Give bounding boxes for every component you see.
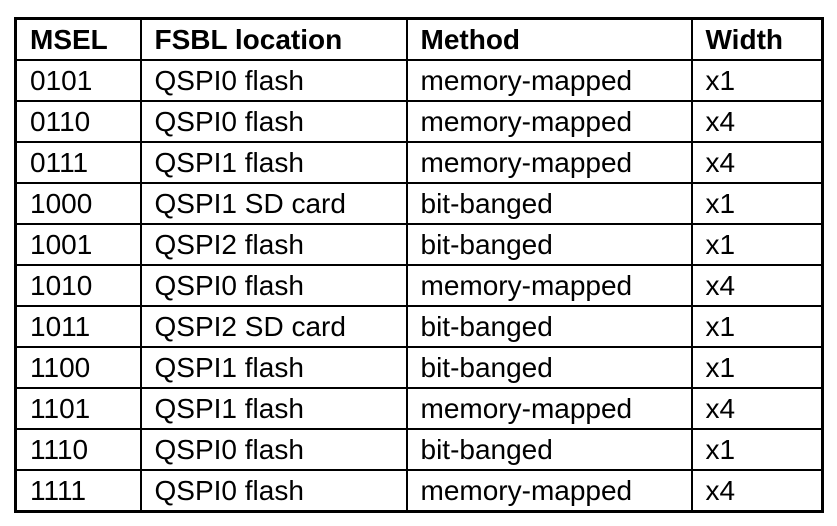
cell-msel: 1010 xyxy=(14,264,142,307)
cell-fsbl-location: QSPI1 flash xyxy=(139,387,408,430)
cell-method: memory-mapped xyxy=(405,387,693,430)
table-row: 1011 QSPI2 SD card bit-banged x1 xyxy=(14,305,824,348)
cell-method: memory-mapped xyxy=(405,264,693,307)
cell-method: bit-banged xyxy=(405,223,693,266)
table-row: 1100 QSPI1 flash bit-banged x1 xyxy=(14,346,824,389)
cell-fsbl-location: QSPI0 flash xyxy=(139,59,408,102)
cell-msel: 1110 xyxy=(14,428,142,471)
cell-fsbl-location: QSPI0 flash xyxy=(139,428,408,471)
column-header-width: Width xyxy=(690,17,824,61)
cell-msel: 1001 xyxy=(14,223,142,266)
cell-width: x1 xyxy=(690,305,824,348)
cell-msel: 0111 xyxy=(14,141,142,184)
cell-width: x1 xyxy=(690,223,824,266)
header-row: MSEL FSBL location Method Width xyxy=(14,17,824,61)
cell-width: x1 xyxy=(690,182,824,225)
cell-width: x4 xyxy=(690,469,824,513)
table-row: 1001 QSPI2 flash bit-banged x1 xyxy=(14,223,824,266)
cell-fsbl-location: QSPI0 flash xyxy=(139,469,408,513)
table-row: 0101 QSPI0 flash memory-mapped x1 xyxy=(14,59,824,102)
cell-fsbl-location: QSPI0 flash xyxy=(139,264,408,307)
cell-width: x4 xyxy=(690,264,824,307)
cell-method: memory-mapped xyxy=(405,141,693,184)
cell-msel: 1111 xyxy=(14,469,142,513)
cell-msel: 0110 xyxy=(14,100,142,143)
cell-width: x1 xyxy=(690,59,824,102)
cell-width: x1 xyxy=(690,428,824,471)
cell-width: x4 xyxy=(690,387,824,430)
table-row: 0111 QSPI1 flash memory-mapped x4 xyxy=(14,141,824,184)
cell-msel: 1100 xyxy=(14,346,142,389)
cell-method: memory-mapped xyxy=(405,100,693,143)
cell-fsbl-location: QSPI1 SD card xyxy=(139,182,408,225)
cell-fsbl-location: QSPI2 flash xyxy=(139,223,408,266)
cell-msel: 0101 xyxy=(14,59,142,102)
cell-fsbl-location: QSPI0 flash xyxy=(139,100,408,143)
column-header-method: Method xyxy=(405,17,693,61)
column-header-msel: MSEL xyxy=(14,17,142,61)
table-row: 1101 QSPI1 flash memory-mapped x4 xyxy=(14,387,824,430)
column-header-fsbl-location: FSBL location xyxy=(139,17,408,61)
table-row: 1110 QSPI0 flash bit-banged x1 xyxy=(14,428,824,471)
cell-msel: 1000 xyxy=(14,182,142,225)
cell-width: x1 xyxy=(690,346,824,389)
cell-method: bit-banged xyxy=(405,305,693,348)
cell-width: x4 xyxy=(690,141,824,184)
boot-mode-table-container: MSEL FSBL location Method Width 0101 QSP… xyxy=(14,17,824,513)
cell-method: bit-banged xyxy=(405,346,693,389)
cell-method: memory-mapped xyxy=(405,59,693,102)
cell-method: bit-banged xyxy=(405,428,693,471)
cell-fsbl-location: QSPI1 flash xyxy=(139,346,408,389)
boot-mode-table: MSEL FSBL location Method Width 0101 QSP… xyxy=(14,17,824,513)
cell-fsbl-location: QSPI2 SD card xyxy=(139,305,408,348)
cell-method: memory-mapped xyxy=(405,469,693,513)
table-row: 1010 QSPI0 flash memory-mapped x4 xyxy=(14,264,824,307)
table-row: 0110 QSPI0 flash memory-mapped x4 xyxy=(14,100,824,143)
table-body: 0101 QSPI0 flash memory-mapped x1 0110 Q… xyxy=(14,59,824,513)
cell-msel: 1011 xyxy=(14,305,142,348)
table-row: 1000 QSPI1 SD card bit-banged x1 xyxy=(14,182,824,225)
table-row: 1111 QSPI0 flash memory-mapped x4 xyxy=(14,469,824,513)
cell-msel: 1101 xyxy=(14,387,142,430)
cell-method: bit-banged xyxy=(405,182,693,225)
cell-width: x4 xyxy=(690,100,824,143)
cell-fsbl-location: QSPI1 flash xyxy=(139,141,408,184)
